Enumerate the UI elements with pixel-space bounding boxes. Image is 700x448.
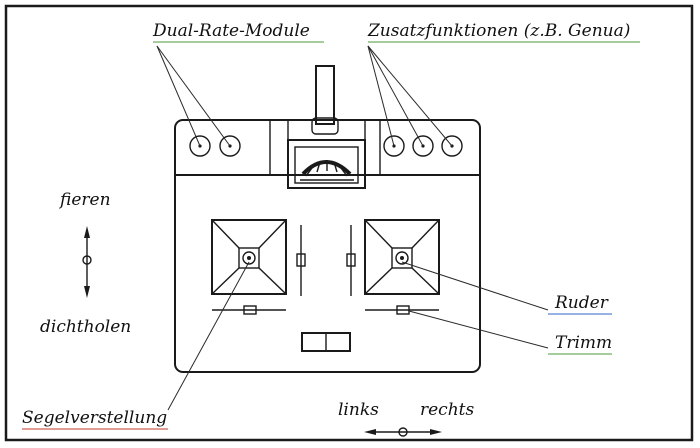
label-ruder: Ruder [554, 293, 609, 313]
right-horizontal-trim [365, 305, 439, 315]
zusatz-leaders [367, 45, 453, 147]
horizontal-double-arrow [364, 427, 442, 437]
left-vertical-trim [296, 225, 306, 296]
segelverstellung-leader [167, 261, 250, 411]
label-links: links [338, 400, 379, 420]
antenna-base [311, 117, 339, 135]
left-horizontal-trim [212, 305, 286, 315]
outer-frame [4, 4, 694, 442]
label-trimm: Trimm [555, 333, 612, 353]
vertical-double-arrow [82, 226, 92, 298]
right-stick-gimbal [364, 219, 440, 295]
transmitter-body [174, 119, 481, 373]
label-dichtholen: dichtholen [40, 317, 131, 337]
label-segelverstellung: Segelverstellung [22, 408, 167, 428]
label-fieren: fieren [58, 190, 111, 210]
ruder-leader [401, 261, 549, 311]
dual-rate-leaders [156, 45, 231, 147]
label-zusatzfunktionen: Zusatzfunktionen (z.B. Genua) [367, 21, 630, 41]
left-stick-gimbal [211, 219, 287, 295]
antenna [315, 65, 335, 125]
bottom-switch [301, 332, 351, 352]
label-rechts: rechts [420, 400, 474, 420]
label-dual-rate-module: Dual-Rate-Module [152, 21, 310, 41]
trimm-leader [408, 310, 549, 349]
right-vertical-trim [346, 225, 356, 296]
meter-display [287, 139, 366, 189]
